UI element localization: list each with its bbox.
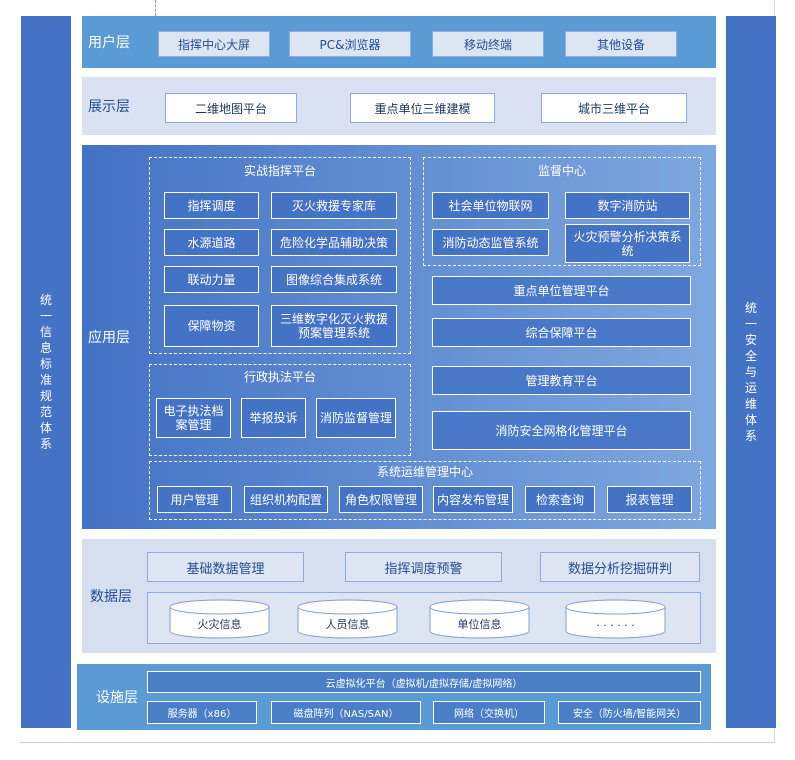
ops-item-roles: 角色权限管理 bbox=[339, 486, 423, 513]
db-fire-info: 火灾信息 bbox=[169, 599, 270, 639]
admin-item-e-archive: 电子执法档案管理 bbox=[156, 398, 231, 438]
combat-item-linkage: 联动力量 bbox=[164, 266, 259, 293]
app-layer-label: 应用层 bbox=[88, 330, 130, 346]
infra-cloud-platform: 云虚拟化平台（虚拟机/虚拟存储/虚拟网络） bbox=[147, 671, 701, 693]
ops-item-reports: 报表管理 bbox=[607, 486, 692, 513]
monitor-item-dynamic: 消防动态监管系统 bbox=[432, 229, 549, 256]
db-label: 人员信息 bbox=[325, 618, 370, 631]
infra-item-storage: 磁盘阵列（NAS/SAN） bbox=[271, 701, 421, 724]
admin-enforcement-title: 行政执法平台 bbox=[243, 370, 316, 384]
db-person-info: 人员信息 bbox=[297, 599, 398, 639]
combat-item-expert-db: 灭火救援专家库 bbox=[271, 192, 397, 219]
db-cylinder-icon bbox=[565, 599, 666, 639]
user-layer-label: 用户层 bbox=[88, 35, 130, 51]
right-side-label: 统一安全与运维体系 bbox=[744, 301, 757, 443]
display-item-city-3d: 城市三维平台 bbox=[541, 93, 687, 123]
combat-item-dispatch: 指挥调度 bbox=[164, 192, 259, 219]
ops-center-title: 系统运维管理中心 bbox=[376, 465, 473, 479]
user-item-command-screen: 指挥中心大屏 bbox=[158, 31, 270, 57]
monitor-center-group bbox=[423, 157, 701, 266]
infra-item-security: 安全（防火墙/智能网关） bbox=[558, 701, 701, 724]
data-layer-label: 数据层 bbox=[90, 589, 132, 605]
combat-item-3d-plan: 三维数字化灭火救援预案管理系统 bbox=[271, 305, 397, 347]
combat-command-title: 实战指挥平台 bbox=[243, 164, 316, 178]
left-side-bar: 统一信息标准规范体系 bbox=[21, 16, 71, 728]
ops-item-org-config: 组织机构配置 bbox=[244, 486, 328, 513]
db-label: 火灾信息 bbox=[197, 618, 242, 631]
admin-enforcement-group bbox=[149, 364, 411, 456]
display-item-2d-map: 二维地图平台 bbox=[165, 93, 297, 123]
db-cylinder-icon bbox=[429, 599, 530, 639]
user-item-pc-browser: PC&浏览器 bbox=[289, 31, 411, 57]
monitor-item-iot: 社会单位物联网 bbox=[432, 192, 549, 219]
db-label: 单位信息 bbox=[457, 618, 502, 631]
monitor-item-digital-station: 数字消防站 bbox=[565, 192, 690, 219]
infra-layer-label: 设施层 bbox=[96, 690, 138, 706]
infra-item-server: 服务器（x86） bbox=[147, 701, 257, 724]
admin-item-complaints: 举报投诉 bbox=[241, 398, 306, 438]
db-cylinder-icon bbox=[169, 599, 270, 639]
combat-item-hazmat: 危险化学品辅助决策 bbox=[271, 229, 397, 256]
ops-center-group bbox=[149, 461, 701, 520]
display-item-3d-model: 重点单位三维建模 bbox=[350, 93, 495, 123]
guide-line-top bbox=[155, 0, 156, 16]
right-side-bar: 统一安全与运维体系 bbox=[726, 16, 776, 728]
platform-grid-safety: 消防安全网格化管理平台 bbox=[432, 411, 691, 450]
combat-item-image-system: 图像综合集成系统 bbox=[271, 266, 397, 293]
db-more: · · · · · · bbox=[565, 599, 666, 639]
platform-support: 综合保障平台 bbox=[432, 318, 691, 347]
platform-key-units: 重点单位管理平台 bbox=[432, 276, 691, 305]
data-item-basic: 基础数据管理 bbox=[147, 552, 304, 582]
ops-item-users: 用户管理 bbox=[157, 486, 232, 513]
combat-command-group bbox=[149, 157, 411, 354]
monitor-center-title: 监督中心 bbox=[537, 164, 586, 178]
db-label: · · · · · · bbox=[596, 619, 635, 632]
data-item-dispatch-warning: 指挥调度预警 bbox=[345, 552, 502, 582]
platform-education: 管理教育平台 bbox=[432, 366, 691, 395]
db-cylinder-icon bbox=[297, 599, 398, 639]
ops-item-search: 检索查询 bbox=[525, 486, 595, 513]
guide-line-bottom bbox=[20, 742, 775, 743]
user-item-other: 其他设备 bbox=[565, 31, 677, 57]
db-unit-info: 单位信息 bbox=[429, 599, 530, 639]
infra-item-network: 网络（交换机） bbox=[433, 701, 545, 724]
left-side-label: 统一信息标准规范体系 bbox=[39, 293, 52, 451]
ops-item-content: 内容发布管理 bbox=[433, 486, 513, 513]
monitor-item-warning: 火灾预警分析决策系统 bbox=[565, 224, 690, 263]
combat-item-water-road: 水源道路 bbox=[164, 229, 259, 256]
display-layer-label: 展示层 bbox=[88, 99, 130, 115]
admin-item-supervision: 消防监督管理 bbox=[316, 398, 396, 438]
user-item-mobile: 移动终端 bbox=[432, 31, 544, 57]
data-item-analysis: 数据分析挖掘研判 bbox=[540, 552, 700, 582]
combat-item-supplies: 保障物资 bbox=[164, 305, 259, 347]
